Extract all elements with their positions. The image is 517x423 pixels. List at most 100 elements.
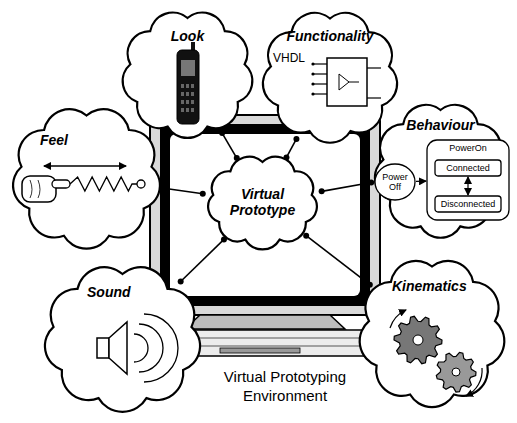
phone-key: [186, 100, 189, 104]
pin-dot: [311, 82, 314, 85]
phone-key: [181, 100, 184, 104]
sound-wave: [144, 314, 178, 382]
gear: [394, 316, 442, 363]
phone-key: [191, 108, 194, 112]
prototype-cloud: Virtual Prototype: [200, 152, 325, 252]
spring-end: [137, 180, 145, 188]
phone-key: [191, 84, 194, 88]
cloud-outline: [263, 13, 397, 143]
connector-dot: [293, 136, 299, 142]
phone-display: [181, 60, 195, 76]
chip-pin: [313, 83, 327, 84]
connector-layer: [35, 258, 210, 418]
state-box: Connected: [434, 159, 502, 177]
aspect-cloud: Kinematics: [352, 250, 512, 415]
connector-dot: [319, 188, 325, 194]
phone-key: [191, 100, 194, 104]
connector-layer: [352, 250, 512, 415]
connector-dot: [178, 278, 184, 284]
gear: [436, 352, 476, 392]
aspect-cloud: BehaviourPower Off PowerOnConnectedDiscon…: [368, 95, 513, 245]
node-title: Power Off: [380, 172, 410, 193]
hand-fist: [22, 176, 56, 202]
node-title: Look: [171, 28, 204, 44]
aspect-cloud-outline: [115, 4, 260, 144]
sound-wave: [139, 324, 163, 372]
circle-outline: [375, 164, 415, 200]
keyboard-spacebar: [220, 348, 300, 353]
chip-pin: [313, 73, 327, 74]
node-title: PowerOn: [449, 143, 487, 153]
illustration: [22, 166, 145, 202]
box-outline: [435, 196, 501, 212]
node-title: Connected: [446, 163, 490, 173]
pin-dot: [311, 72, 314, 75]
state-box: Disconnected: [434, 195, 502, 213]
monitor-screen: [170, 134, 360, 296]
box-outline: [427, 140, 509, 220]
node-title: Functionality: [286, 28, 373, 44]
connector-layer: [255, 4, 405, 149]
connector: [322, 182, 372, 191]
connector: [166, 189, 203, 194]
connector-layer: [115, 4, 260, 144]
connector-dot: [219, 130, 225, 136]
illustration: [390, 310, 482, 396]
speaker-magnet: [97, 338, 109, 358]
connector-dot: [200, 191, 206, 197]
rotation-arrow: [390, 310, 406, 328]
connector-layer: [4, 100, 169, 255]
phone-key: [186, 92, 189, 96]
gear-hole: [413, 335, 423, 345]
connector: [467, 177, 468, 195]
caption: Virtual Prototyping Environment: [205, 368, 365, 406]
connector-dot: [163, 186, 169, 192]
speaker-cone: [109, 322, 127, 374]
monitor-base: [185, 315, 345, 329]
connector: [306, 236, 370, 285]
connector: [416, 181, 426, 182]
monitor-casing: [150, 115, 380, 315]
sound-wave: [134, 334, 148, 362]
node-title: Disconnected: [441, 199, 496, 209]
node-title: Virtual Prototype: [217, 186, 309, 218]
aspect-cloud: Look: [115, 4, 260, 144]
chip-pin: [313, 93, 327, 94]
node-title: Kinematics: [392, 278, 467, 294]
aspect-cloud-outline: [352, 250, 512, 415]
illustration: [177, 42, 199, 124]
phone-body: [177, 50, 199, 124]
node-title: Sound: [87, 284, 131, 300]
chip-pin: [367, 67, 381, 68]
connector: [181, 239, 224, 281]
connector-dot: [368, 179, 374, 185]
node-title: Behaviour: [406, 117, 474, 133]
motion-arrow: [44, 165, 126, 166]
illustration: [311, 58, 381, 106]
cloud-outline: [360, 261, 505, 407]
aspect-cloud-outline: [255, 4, 405, 149]
gate-wire: [349, 82, 359, 83]
aspect-cloud: Sound: [35, 258, 210, 418]
pin-dot: [311, 92, 314, 95]
cloud-outline: [123, 13, 253, 138]
node-text: VHDL: [273, 52, 305, 66]
aspect-cloud-outline: [35, 258, 210, 418]
connector-dot: [367, 282, 373, 288]
connector: [286, 139, 296, 158]
chip-body: [327, 58, 367, 106]
rotation-arrow: [466, 368, 482, 396]
aspect-cloud: Feel: [4, 100, 169, 255]
phone-key: [181, 108, 184, 112]
phone-key: [181, 92, 184, 96]
pin-dot: [311, 62, 314, 65]
aspect-cloud: FunctionalityVHDL: [255, 4, 405, 149]
aspect-cloud-outline: [4, 100, 169, 255]
monitor-bezel: [160, 124, 370, 306]
phone-key: [181, 84, 184, 88]
cloud-outline: [45, 267, 200, 412]
node-title: Feel: [40, 132, 68, 148]
superstate-box: PowerOnConnectedDisconnected: [426, 139, 510, 221]
gear-hole: [452, 368, 460, 376]
